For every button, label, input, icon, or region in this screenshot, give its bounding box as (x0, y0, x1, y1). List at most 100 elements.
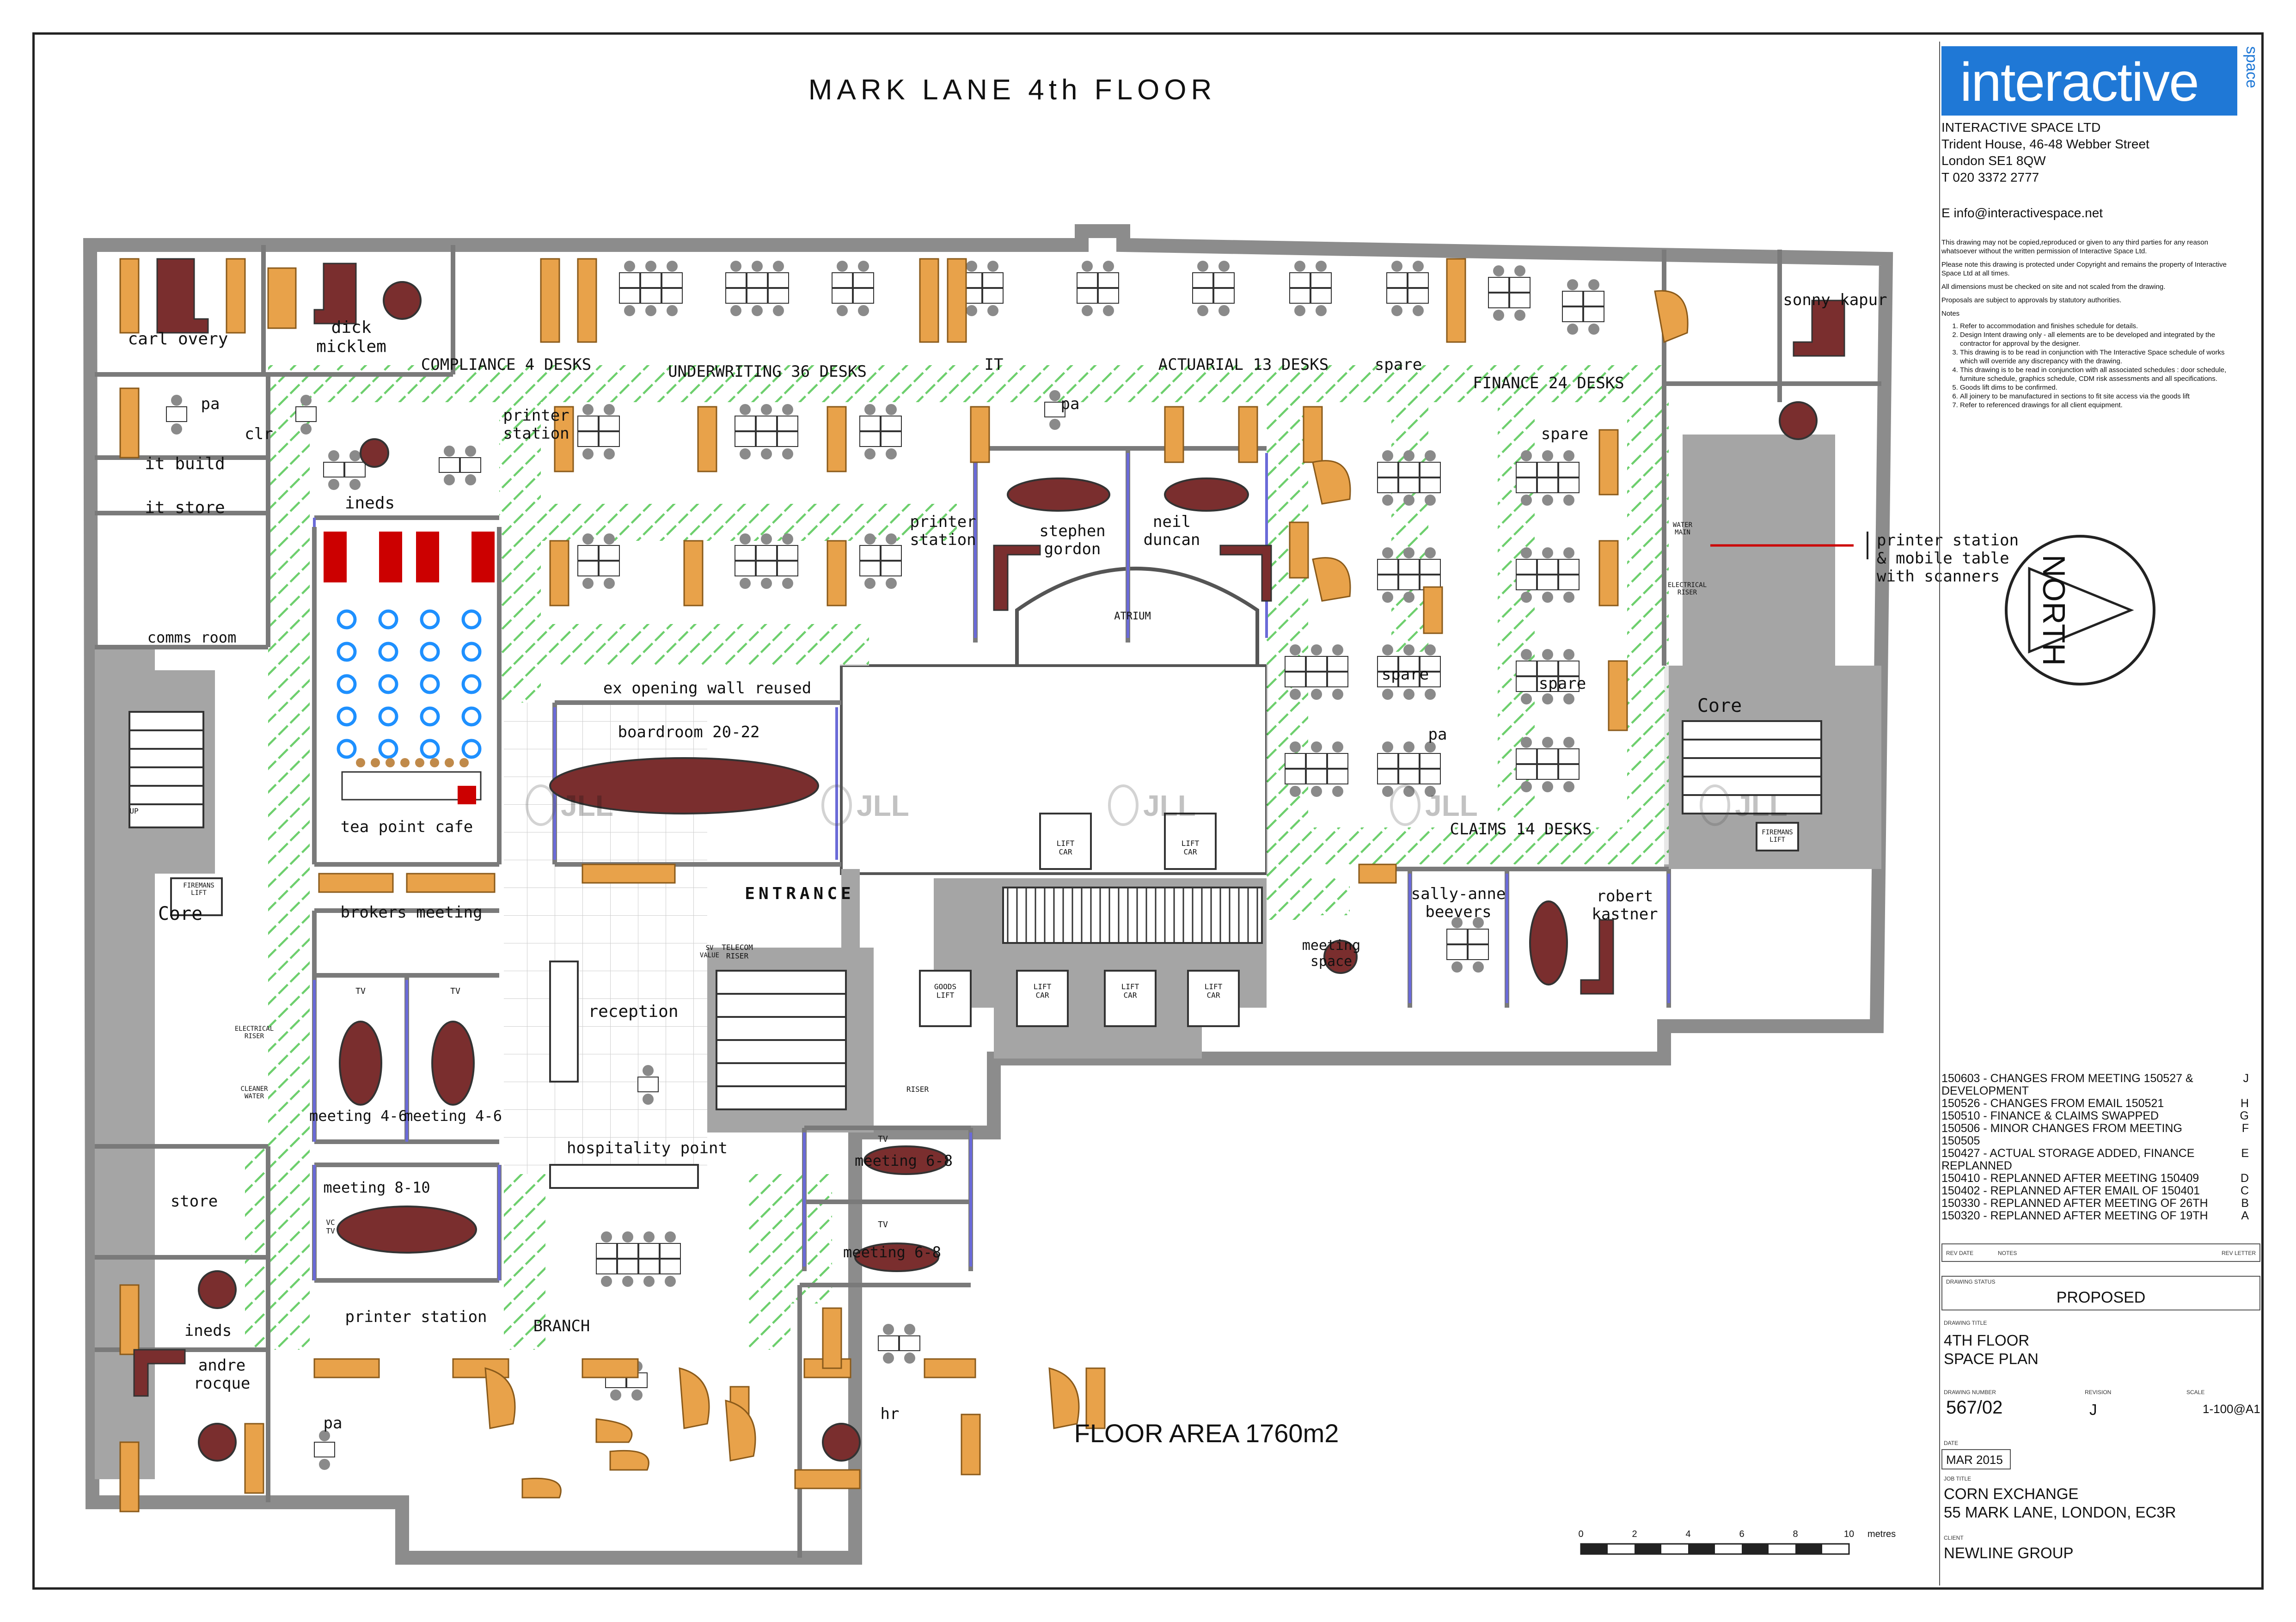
logo-side-text: space (2243, 46, 2260, 88)
note-item: This drawing is to be read in conjunctio… (1960, 366, 2242, 383)
note-item: Goods lift dims to be confirmed. (1960, 383, 2242, 392)
jll-watermark-text: JLL (561, 789, 613, 822)
circulation-routes (245, 365, 1669, 1350)
note-item: Refer to accommodation and finishes sche… (1960, 322, 2242, 331)
revision-letter: H (2240, 1097, 2249, 1110)
room-brokers: brokers meeting (340, 903, 482, 922)
room-atrium: ATRIUM (1114, 611, 1151, 622)
room-pa4: pa (324, 1414, 343, 1432)
scale-tick: 6 (1739, 1529, 1744, 1539)
room-comms: comms room (147, 629, 237, 646)
zone-label: ACTUARIAL 13 DESKS (1158, 355, 1329, 374)
revision-letter: A (2241, 1209, 2249, 1222)
room-pa1: pa (201, 395, 220, 413)
room-core1: Core (158, 903, 202, 924)
revision-letter: F (2241, 1122, 2249, 1135)
disclaimer-4: Proposals are subject to approvals by st… (1941, 296, 2122, 304)
room-riser: RISER (906, 1085, 929, 1094)
date-value: MAR 2015 (1941, 1449, 2011, 1469)
room-pa3: pa (1428, 725, 1447, 744)
logo-side: space (2243, 46, 2260, 116)
office-desks (133, 258, 1845, 1397)
zone-label: COMPLIANCE 4 DESKS (421, 355, 591, 374)
revision-letter: J (2243, 1072, 2249, 1085)
zone-label: BRANCH (533, 1317, 590, 1335)
jll-watermark-text: JLL (857, 789, 909, 822)
cafe-seats (337, 609, 482, 767)
robert-table (1529, 900, 1568, 985)
meeting-68a-table (863, 1145, 949, 1175)
jll-watermarks: JLL JLL JLL JLL JLL (526, 784, 1788, 826)
sheet-border (32, 32, 2264, 1590)
room-boardroom: boardroom 20-22 (618, 723, 759, 741)
north-compass: NORTH (2005, 535, 2155, 686)
note-item: Refer to referenced drawings for all cli… (1960, 401, 2242, 410)
revision-text: 150427 - ACTUAL STORAGE ADDED, FINANCE R… (1941, 1147, 2195, 1172)
room-tv1: TV (355, 986, 366, 996)
hospitality-counter (549, 1164, 699, 1189)
status-label: DRAWING STATUS (1946, 1279, 1996, 1285)
company-name: INTERACTIVE SPACE LTD (1941, 120, 2101, 135)
room-ineds1: ineds (345, 494, 395, 513)
room-pa2: pa (1061, 395, 1080, 413)
revision-text: 150410 - REPLANNED AFTER MEETING 150409 (1941, 1172, 2199, 1185)
jll-watermark: JLL (1108, 784, 1196, 826)
revision-row: 150402 - REPLANNED AFTER EMAIL OF 150401… (1941, 1185, 2260, 1197)
notes-list: Refer to accommodation and finishes sche… (1941, 322, 2242, 410)
scale-tick: 2 (1632, 1529, 1637, 1539)
disclaimer-3: All dimensions must be checked on site a… (1941, 283, 2166, 291)
room-teapoint: tea point cafe (341, 818, 473, 836)
jll-watermark-text: JLL (1735, 789, 1788, 822)
room-itbuild: it build (145, 454, 225, 473)
room-sonny: sonny kapur (1783, 291, 1887, 309)
room-up: UP (129, 807, 138, 815)
escalator (1002, 887, 1263, 944)
jll-watermark-text: JLL (1425, 789, 1478, 822)
meeting-table-46a (339, 1021, 382, 1106)
neil-table (1164, 477, 1249, 512)
atrium-arch (1015, 567, 1259, 666)
notes-title: Notes (1941, 310, 1960, 318)
floor-area: FLOOR AREA 1760m2 (1074, 1419, 1339, 1448)
status-box: DRAWING STATUS PROPOSED (1941, 1276, 2260, 1310)
revision-row: 150330 - REPLANNED AFTER MEETING OF 26TH… (1941, 1197, 2260, 1210)
room-spare3: spare (1382, 665, 1429, 684)
room-hospitality: hospitality point (567, 1139, 728, 1157)
job-title: CORN EXCHANGE 55 MARK LANE, LONDON, EC3R (1944, 1485, 2176, 1521)
revision-label: REVISION (2085, 1389, 2112, 1396)
boardroom-table (549, 757, 819, 814)
room-meeting810: meeting 8-10 (323, 1179, 430, 1196)
status-value: PROPOSED (2056, 1289, 2146, 1306)
email: E info@interactivespace.net (1941, 206, 2103, 220)
revision-text: 150526 - CHANGES FROM EMAIL 150521 (1941, 1097, 2164, 1110)
room-meeting68b: meeting 6-8 (843, 1243, 941, 1261)
room-store: store (171, 1192, 218, 1211)
room-meeting68a: meeting 6-8 (855, 1152, 953, 1169)
titleblock-divider (1939, 42, 1940, 1585)
room-tv3: TV (878, 1134, 888, 1144)
room-ineds2: ineds (184, 1322, 232, 1340)
scale-bar (1580, 1543, 1850, 1555)
scale-tick: 0 (1578, 1529, 1583, 1539)
room-reception: reception (588, 1002, 678, 1021)
meeting-table-46b (431, 1021, 475, 1106)
jll-watermark: JLL (1390, 784, 1478, 826)
rev-header-letter: REV LETTER (2221, 1250, 2256, 1256)
revision-text: 150320 - REPLANNED AFTER MEETING OF 19TH (1941, 1209, 2208, 1222)
scale-label: SCALE (2186, 1389, 2205, 1396)
